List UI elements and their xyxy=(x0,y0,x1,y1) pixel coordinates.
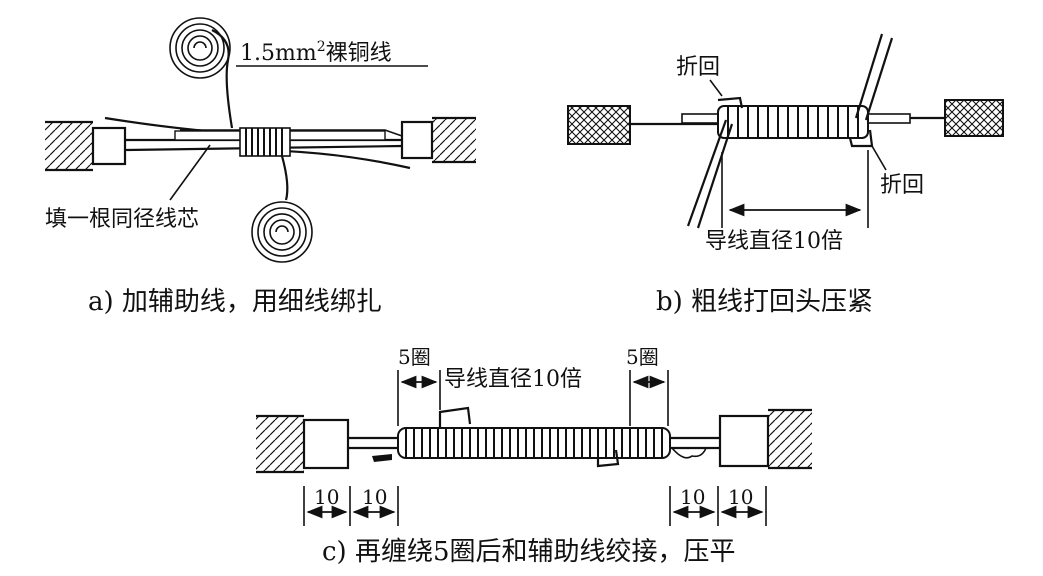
wire-label: 1.5mm2裸铜线 xyxy=(240,39,392,66)
left-cable-c xyxy=(256,414,350,474)
left-cable-a xyxy=(45,120,127,172)
length-label-c: 导线直径10倍 xyxy=(444,367,582,392)
panel-b: 折回 折回 导线直径10倍 b) 粗线打回头压紧 xyxy=(567,33,1004,317)
panel-c: 5圈 导线直径10倍 5圈 10 10 10 10 c) 再缠绕5圈后和辅助线绞… xyxy=(256,345,812,567)
fold-right-leader xyxy=(871,145,887,171)
fold-label-right: 折回 xyxy=(880,173,924,198)
dim-label-3: 10 xyxy=(680,485,705,509)
left-cable-b xyxy=(567,105,720,145)
fold-top-b xyxy=(717,96,744,109)
diag-right-1 xyxy=(854,33,884,119)
turns-left-label: 5圈 xyxy=(398,345,431,369)
fold-bottom-b xyxy=(848,129,874,148)
diag-right-2 xyxy=(864,37,894,121)
right-cable-a xyxy=(400,116,476,164)
caption-c: c) 再缠绕5圈后和辅助线绞接，压平 xyxy=(322,537,736,567)
fold-c-bottom xyxy=(596,449,620,468)
fold-top-leader xyxy=(709,79,723,97)
fold-label-top: 折回 xyxy=(676,55,720,80)
dim-label-1: 10 xyxy=(314,485,339,509)
coil-c xyxy=(397,427,671,459)
twist-end xyxy=(671,447,707,459)
right-cable-b xyxy=(880,99,1004,137)
filler-leader xyxy=(169,144,211,201)
dim-label-2: 10 xyxy=(362,485,387,509)
length-label-b: 导线直径10倍 xyxy=(705,229,843,254)
right-cable-c xyxy=(718,408,812,470)
fold-c-top xyxy=(438,406,472,428)
caption-b: b) 粗线打回头压紧 xyxy=(656,287,873,317)
coil-b xyxy=(717,105,869,139)
caption-a: a) 加辅助线，用细线绑扎 xyxy=(88,287,382,317)
fold-c-black xyxy=(372,454,392,462)
spiral-wire-bottom xyxy=(251,155,313,263)
diag-left-1 xyxy=(686,119,728,227)
turns-right-label: 5圈 xyxy=(626,345,659,369)
dim-label-4: 10 xyxy=(728,485,753,509)
binding-coil-a xyxy=(239,127,291,157)
panel-a: 1.5mm2裸铜线 填一根同径线芯 a) 加辅助线，用细线绑扎 xyxy=(45,17,476,317)
diag-left-2 xyxy=(696,123,734,229)
filler-label: 填一根同径线芯 xyxy=(45,207,199,232)
spiral-wire-top xyxy=(169,17,234,129)
